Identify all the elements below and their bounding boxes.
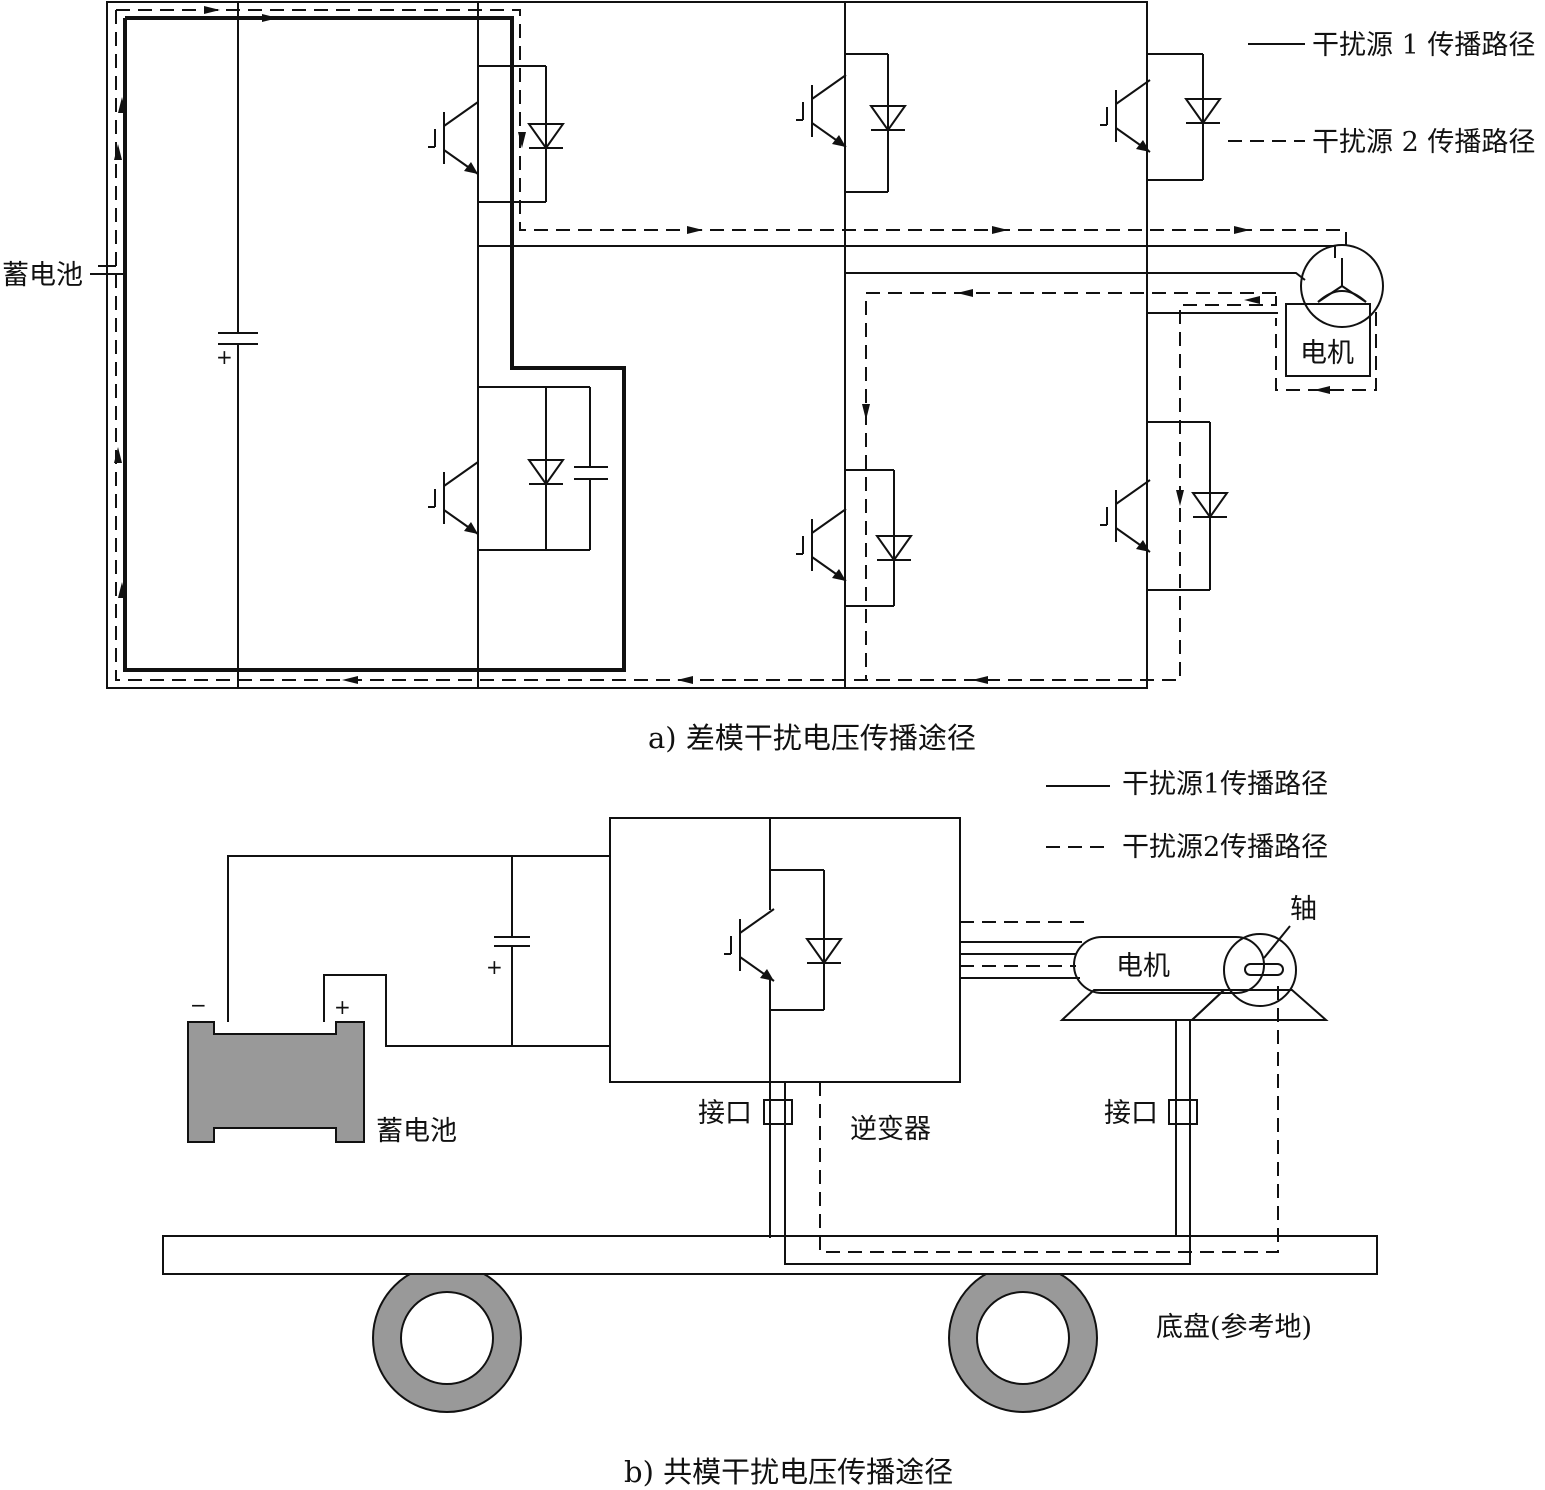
dc-bus-frame <box>106 1 1148 689</box>
leg1-upper-switch <box>427 2 564 246</box>
dc-link-capacitor: + <box>216 2 258 688</box>
motor-b: 电机 轴 <box>1059 894 1329 1021</box>
wheel-right <box>948 1263 1098 1413</box>
wheel-left <box>372 1263 522 1413</box>
legend-b: 干扰源1传播路径 干扰源2传播路径 <box>1046 769 1328 863</box>
path-source2-a <box>116 9 1347 248</box>
leg2-lower-switch <box>795 469 912 607</box>
battery-plus-sign: + <box>334 995 351 1019</box>
battery-label-b: 蓄电池 <box>376 1116 457 1147</box>
battery-b: − + 蓄电池 <box>187 993 457 1147</box>
ground-strap-motor: 接口 <box>1104 1020 1198 1264</box>
motor-label-b: 电机 <box>1116 951 1170 982</box>
battery-label-a: 蓄电池 <box>2 260 83 291</box>
interface-label-left: 接口 <box>698 1098 752 1129</box>
legend-a: 干扰源 1 传播路径 干扰源 2 传播路径 <box>1228 30 1535 158</box>
legend-dashed-label-a: 干扰源 2 传播路径 <box>1312 127 1535 158</box>
caption-a: a) 差模干扰电压传播途径 <box>648 721 976 755</box>
motor-a: 电机 <box>1285 244 1384 377</box>
leg3-lower-switch <box>1099 421 1228 591</box>
motor-label-a: 电机 <box>1300 338 1354 369</box>
shaft-label: 轴 <box>1290 894 1317 925</box>
capacitor-plus-sign-b: + <box>486 955 503 979</box>
figure-b-common-mode: 干扰源1传播路径 干扰源2传播路径 − + 蓄电池 + <box>162 769 1378 1489</box>
interface-label-right: 接口 <box>1104 1098 1158 1129</box>
legend-dashed-label-b: 干扰源2传播路径 <box>1122 832 1328 863</box>
path-source1-a <box>123 16 626 672</box>
dc-link-capacitor-b: + <box>486 856 530 1046</box>
legend-solid-label-a: 干扰源 1 传播路径 <box>1312 30 1535 61</box>
figure-a-differential-mode: + 蓄电池 <box>2 1 1535 755</box>
battery-a: 蓄电池 <box>2 260 124 291</box>
leg1-lower-switch <box>427 246 608 688</box>
ground-strap-inverter: 接口 <box>698 1082 793 1264</box>
leg2-upper-switch <box>795 53 906 193</box>
inverter-label: 逆变器 <box>850 1114 931 1145</box>
caption-b: b) 共模干扰电压传播途径 <box>624 1455 953 1489</box>
battery-minus-sign: − <box>190 993 207 1017</box>
chassis-label: 底盘(参考地) <box>1156 1312 1312 1343</box>
leg3-upper-switch <box>1099 53 1221 181</box>
legend-solid-label-b: 干扰源1传播路径 <box>1122 769 1328 800</box>
capacitor-plus-sign: + <box>216 345 233 369</box>
